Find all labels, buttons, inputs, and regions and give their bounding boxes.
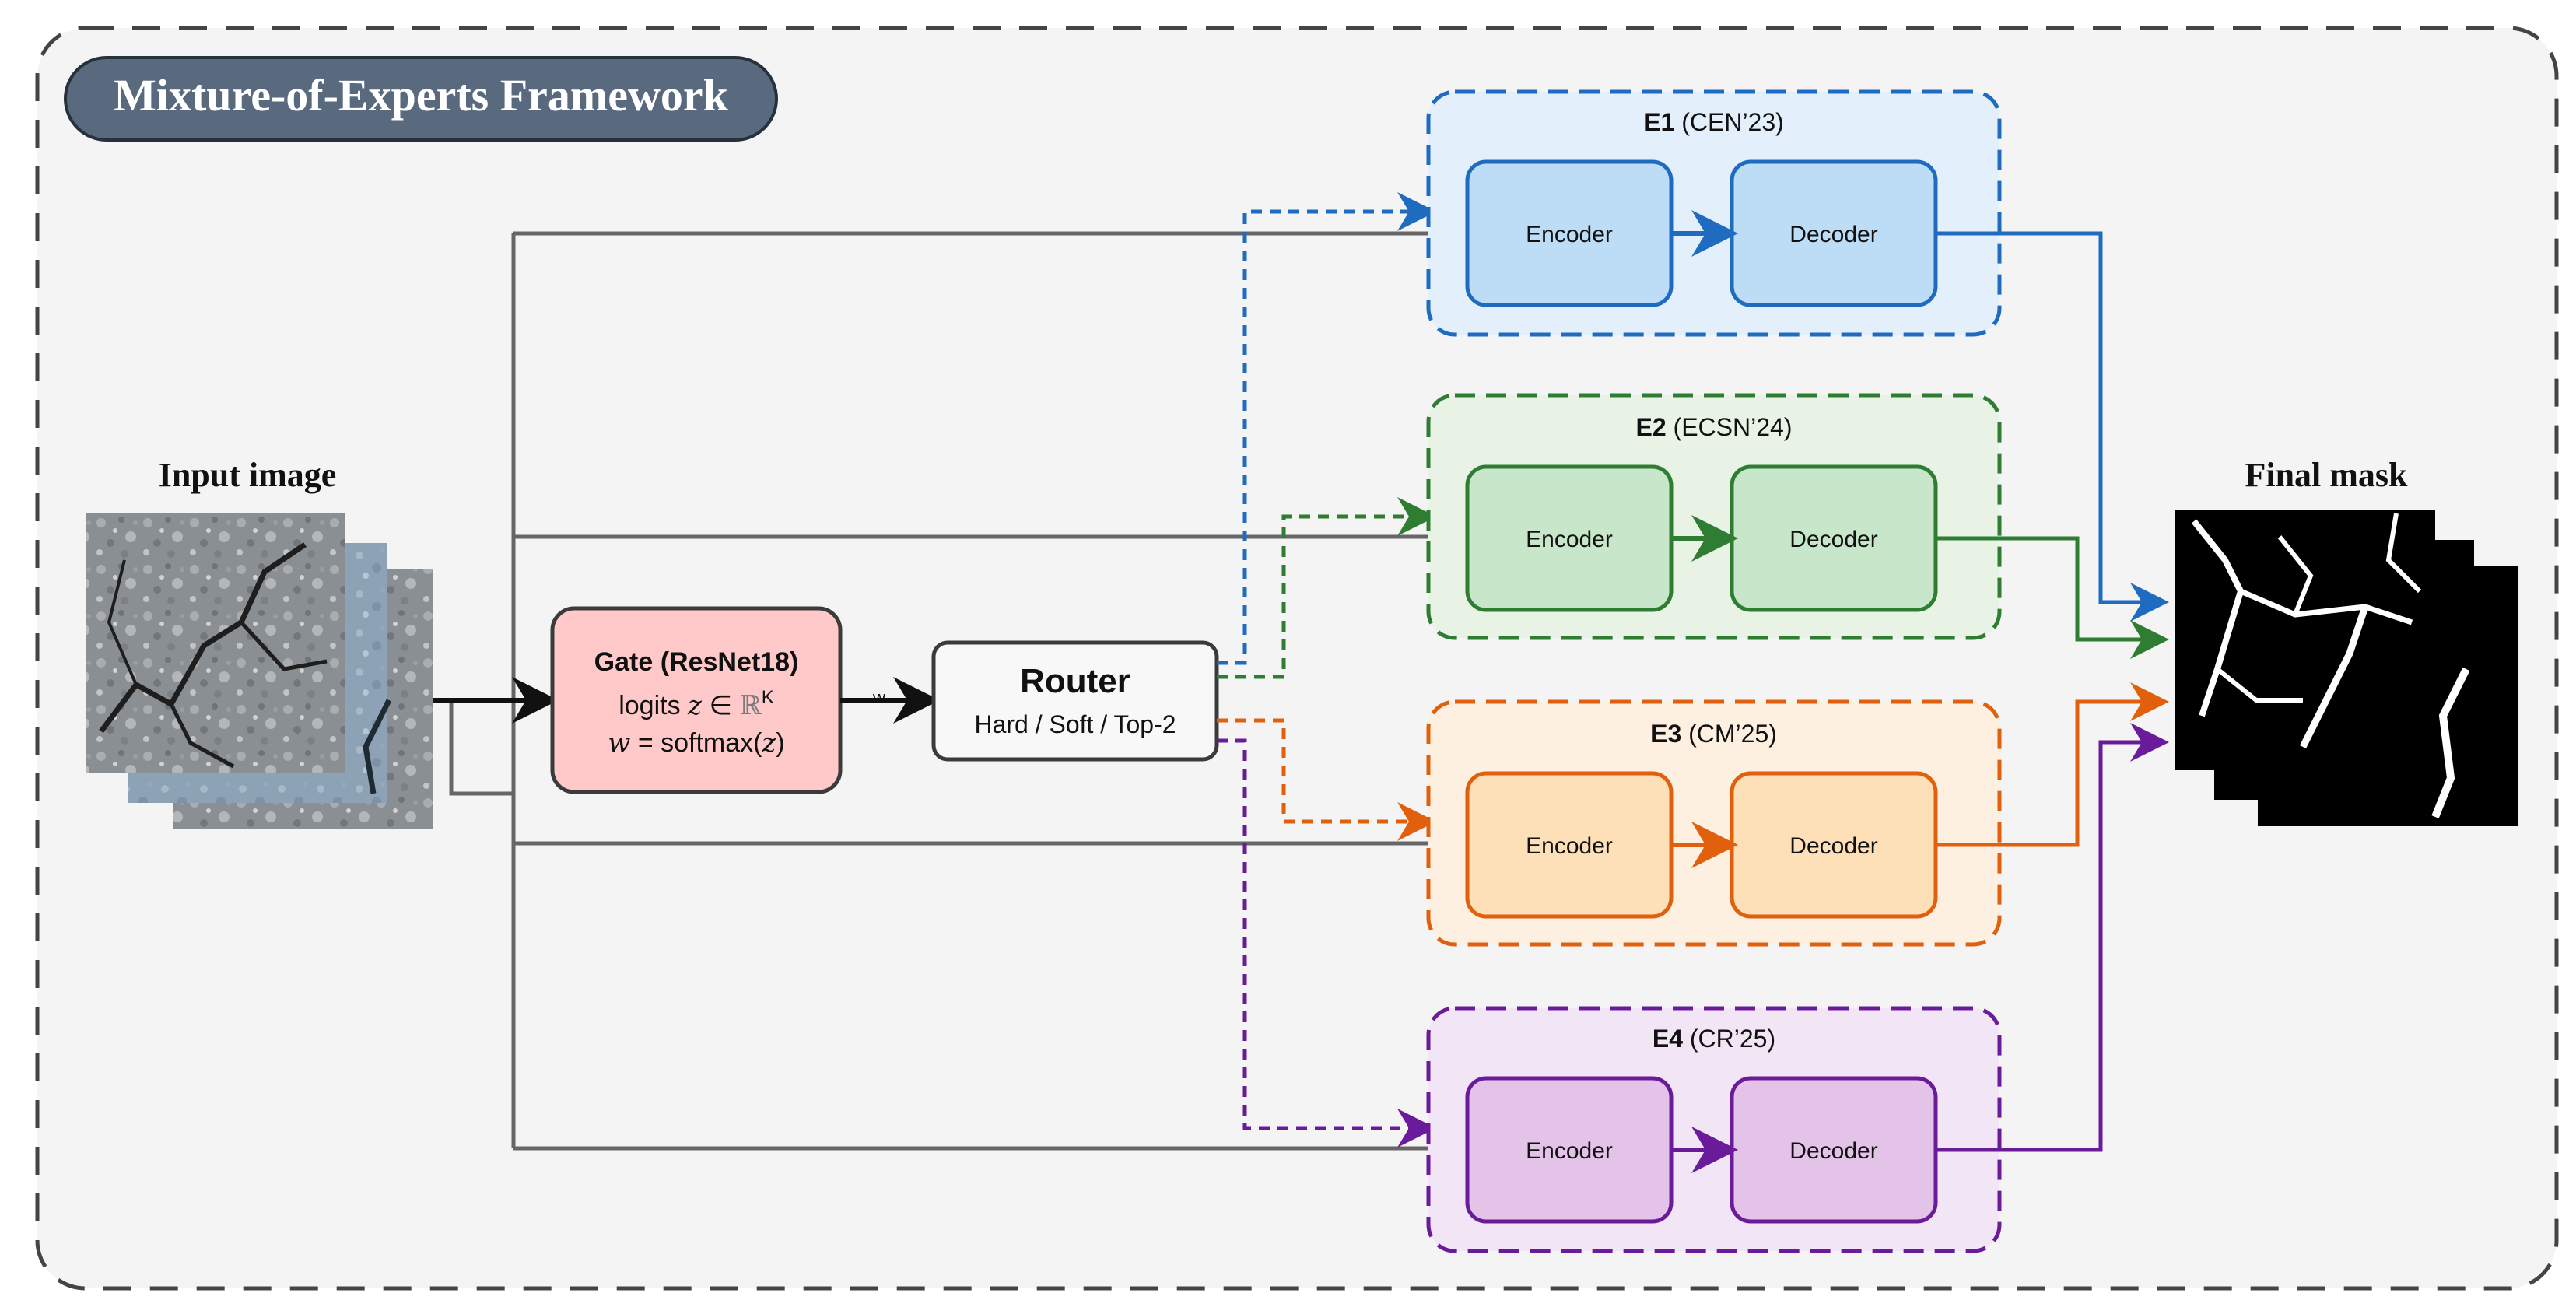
- expert-e3-encoder-label: Encoder: [1526, 833, 1613, 859]
- router-subtitle: Hard / Soft / Top-2: [974, 710, 1176, 738]
- gate-softmax-line: w = softmax(z): [608, 727, 784, 759]
- expert-e4: E4 (CR’25) Encoder Decoder: [1426, 1006, 2002, 1253]
- framework-frame: [35, 26, 2559, 1291]
- expert-e1-encoder-label: Encoder: [1526, 222, 1613, 247]
- route-to-e1: [1217, 192, 1436, 665]
- framework-title-badge: Mixture-of-Experts Framework: [64, 56, 778, 142]
- expert-e1-title: E1 (CEN’23): [1644, 108, 1784, 136]
- gate-box: Gate (ResNet18) logits z ∈ ℝK w = softma…: [550, 606, 843, 794]
- routing-arrows: [1217, 192, 1436, 1148]
- gate-title: Gate (ResNet18): [594, 647, 799, 677]
- expert-e1: E1 (CEN’23) Encoder Decoder: [1426, 89, 2002, 337]
- expert-e4-decoder-label: Decoder: [1789, 1138, 1877, 1164]
- final-mask-label: Final mask: [2245, 456, 2408, 494]
- e1-output-arrow: [1936, 231, 2169, 622]
- expert-e2-decoder-label: Decoder: [1789, 527, 1877, 552]
- input-image-label: Input image: [159, 456, 337, 494]
- expert-e2-encoder-label: Encoder: [1526, 527, 1613, 552]
- e2-output-arrow: [1936, 536, 2169, 659]
- expert-e4-title: E4 (CR’25): [1652, 1025, 1775, 1053]
- framework-title: Mixture-of-Experts Framework: [114, 70, 728, 121]
- expert-e2: E2 (ECSN’24) Encoder Decoder: [1426, 393, 2002, 640]
- router-box: Router Hard / Soft / Top-2: [931, 640, 1219, 762]
- route-to-e4: [1217, 738, 1436, 1148]
- expert-e3-decoder-label: Decoder: [1789, 833, 1877, 859]
- route-to-e3: [1217, 718, 1436, 841]
- expert-e3-title: E3 (CM’25): [1651, 720, 1777, 748]
- e3-output-arrow: [1936, 682, 2169, 847]
- e4-output-arrow: [1936, 723, 2169, 1152]
- route-to-e2: [1217, 497, 1436, 679]
- expert-e2-title: E2 (ECSN’24): [1636, 413, 1793, 441]
- weights-label: w: [872, 688, 885, 707]
- input-image-stack: [86, 513, 433, 829]
- final-mask-stack: [2175, 510, 2518, 826]
- expert-e4-encoder-label: Encoder: [1526, 1138, 1613, 1164]
- expert-e1-decoder-label: Decoder: [1789, 222, 1877, 247]
- expert-e3: E3 (CM’25) Encoder Decoder: [1426, 699, 2002, 947]
- gate-logits-line: logits z ∈ ℝK: [619, 687, 774, 721]
- output-arrows: [1936, 231, 2169, 1152]
- router-title: Router: [1020, 662, 1130, 700]
